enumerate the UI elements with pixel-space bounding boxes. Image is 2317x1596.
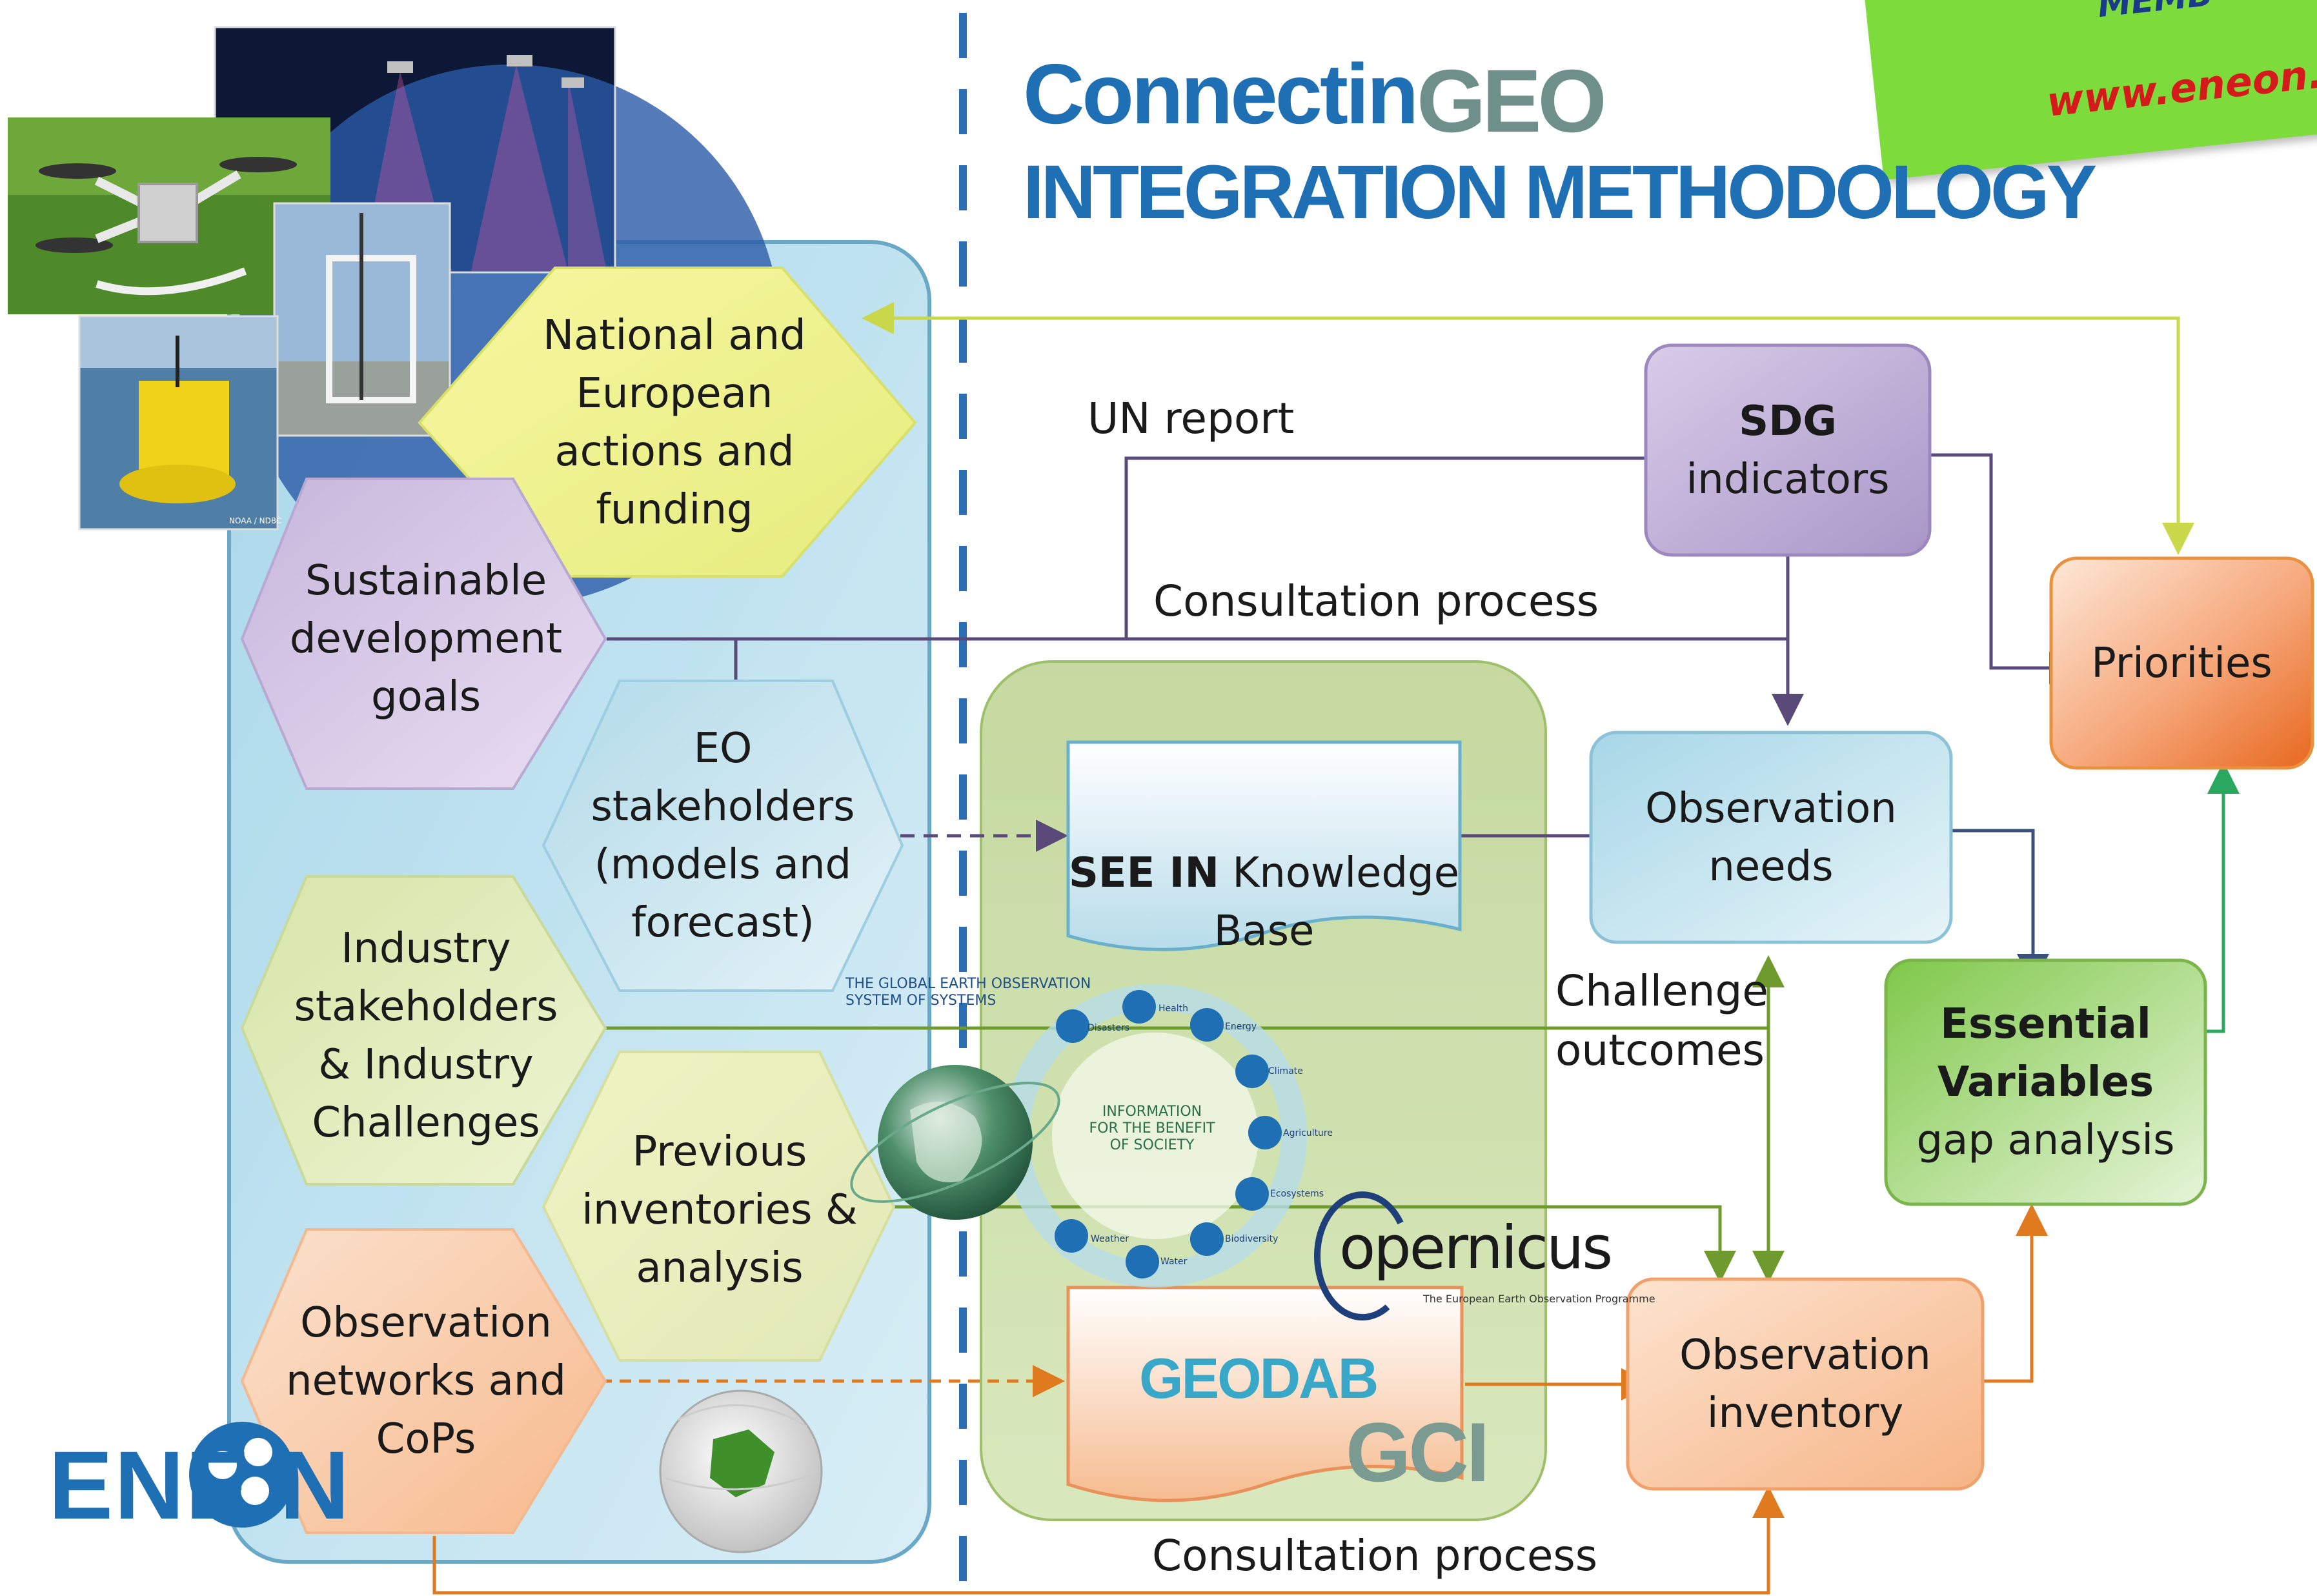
- geoss-center-text: INFORMATION FOR THE BENEFIT OF SOCIETY: [1089, 1104, 1215, 1153]
- sba-label-biodiversity: Biodiversity: [1225, 1234, 1279, 1244]
- edge-consultation-bottom: [432, 1486, 1785, 1595]
- globe-icon: [850, 1065, 1060, 1220]
- box-observation-needs: [1589, 731, 1953, 944]
- sdg-indicators-label: SDG indicators: [1646, 345, 1930, 555]
- box-observation-inventory: [1626, 1277, 1985, 1491]
- observation-inventory-label: Observation inventory: [1679, 1331, 1931, 1437]
- edge-inventory-essential: [1983, 1204, 2048, 1383]
- page-subtitle: INTEGRATION METHODOLOGY: [1023, 150, 2097, 235]
- edge-essential-priorities: [2206, 762, 2240, 1033]
- sba-label-disasters: Disasters: [1088, 1023, 1129, 1033]
- sba-label-energy: Energy: [1225, 1022, 1257, 1032]
- copernicus-logo: opernicus: [1339, 1213, 1613, 1282]
- consultation-top-label: Consultation process: [1153, 576, 1599, 626]
- geo-logo: GEO: [1417, 52, 1607, 151]
- observation-needs-label: Observation needs: [1645, 784, 1897, 891]
- copernicus-subtitle: The European Earth Observation Programme: [1423, 1293, 1655, 1305]
- geoss-icons: [1055, 990, 1282, 1278]
- see-in-text: Knowledge Base: [1213, 849, 1460, 955]
- hex-previous: [541, 1051, 896, 1362]
- eneon-logo-icon: [189, 1422, 295, 1528]
- hex-previous-label: Previous inventories & analysis: [582, 1128, 858, 1292]
- eneon-logo: ENE N: [48, 1431, 351, 1539]
- essential-variables-label: Essential Variables gap analysis: [1886, 960, 2205, 1204]
- challenge-outcomes-label: Challenge outcomes: [1555, 966, 1768, 1075]
- doc-see-in: [1066, 740, 1462, 951]
- sba-label-agriculture: Agriculture: [1283, 1128, 1333, 1138]
- sba-label-water: Water: [1160, 1257, 1188, 1267]
- hex-national: [418, 267, 917, 578]
- buoy-photo-credit: NOAA / NDBC: [229, 516, 282, 525]
- consultation-bottom-label: Consultation process: [1152, 1531, 1598, 1581]
- geodab-logo: GEODAB: [1139, 1346, 1379, 1410]
- photo-tower: [273, 202, 451, 437]
- hex-networks-label: Observation networks and CoPs: [286, 1299, 566, 1463]
- sdg-indicators-bold: SDG: [1739, 397, 1837, 445]
- hex-networks: [240, 1228, 607, 1534]
- copernicus-logo-arc: [1314, 1191, 1404, 1321]
- box-priorities: [2049, 556, 2314, 770]
- hex-national-label: National and European actions and fundin…: [543, 312, 806, 534]
- europe-globe-icon: [659, 1389, 823, 1553]
- sba-label-weather: Weather: [1091, 1234, 1129, 1244]
- sdg-indicators-text: indicators: [1686, 455, 1890, 503]
- hex-eo: [541, 680, 904, 992]
- edge-needs-essential: [1935, 829, 2049, 986]
- sba-label-health: Health: [1158, 1004, 1188, 1014]
- hex-eo-label: EO stakeholders (models and forecast): [591, 725, 855, 947]
- sba-label-climate: Climate: [1268, 1066, 1303, 1076]
- hex-industry-label: Industry stakeholders & Industry Challen…: [294, 925, 558, 1147]
- hex-sdg-goals-label: Sustainable development goals: [289, 557, 563, 721]
- doc-geodab: [1066, 1286, 1464, 1502]
- box-sdg-indicators: [1644, 343, 1932, 557]
- gci-logo: GCI: [1346, 1405, 1490, 1499]
- geoss-title: THE GLOBAL EARTH OBSERVATION SYSTEM OF S…: [845, 976, 1091, 1009]
- see-in-label: SEE IN Knowledge Base: [1068, 762, 1460, 955]
- essential-variables-bold: Essential Variables: [1937, 1000, 2154, 1106]
- edge-sdg-priorities: [1930, 453, 2081, 684]
- photo-buoy: [78, 315, 279, 530]
- un-report-label: UN report: [1088, 394, 1295, 443]
- see-in-bold: SEE IN: [1068, 849, 1220, 897]
- edge-priorities-national: [862, 302, 2180, 549]
- hex-sdg-goals: [240, 478, 607, 790]
- hex-industry: [240, 875, 607, 1186]
- essential-variables-text: gap analysis: [1916, 1116, 2175, 1164]
- page-title: Connectin: [1023, 46, 1419, 141]
- sba-label-ecosystems: Ecosystems: [1270, 1189, 1324, 1199]
- priorities-label: Priorities: [2091, 639, 2272, 687]
- box-essential-variables: [1884, 958, 2207, 1206]
- edge-un-report: [1124, 442, 1678, 639]
